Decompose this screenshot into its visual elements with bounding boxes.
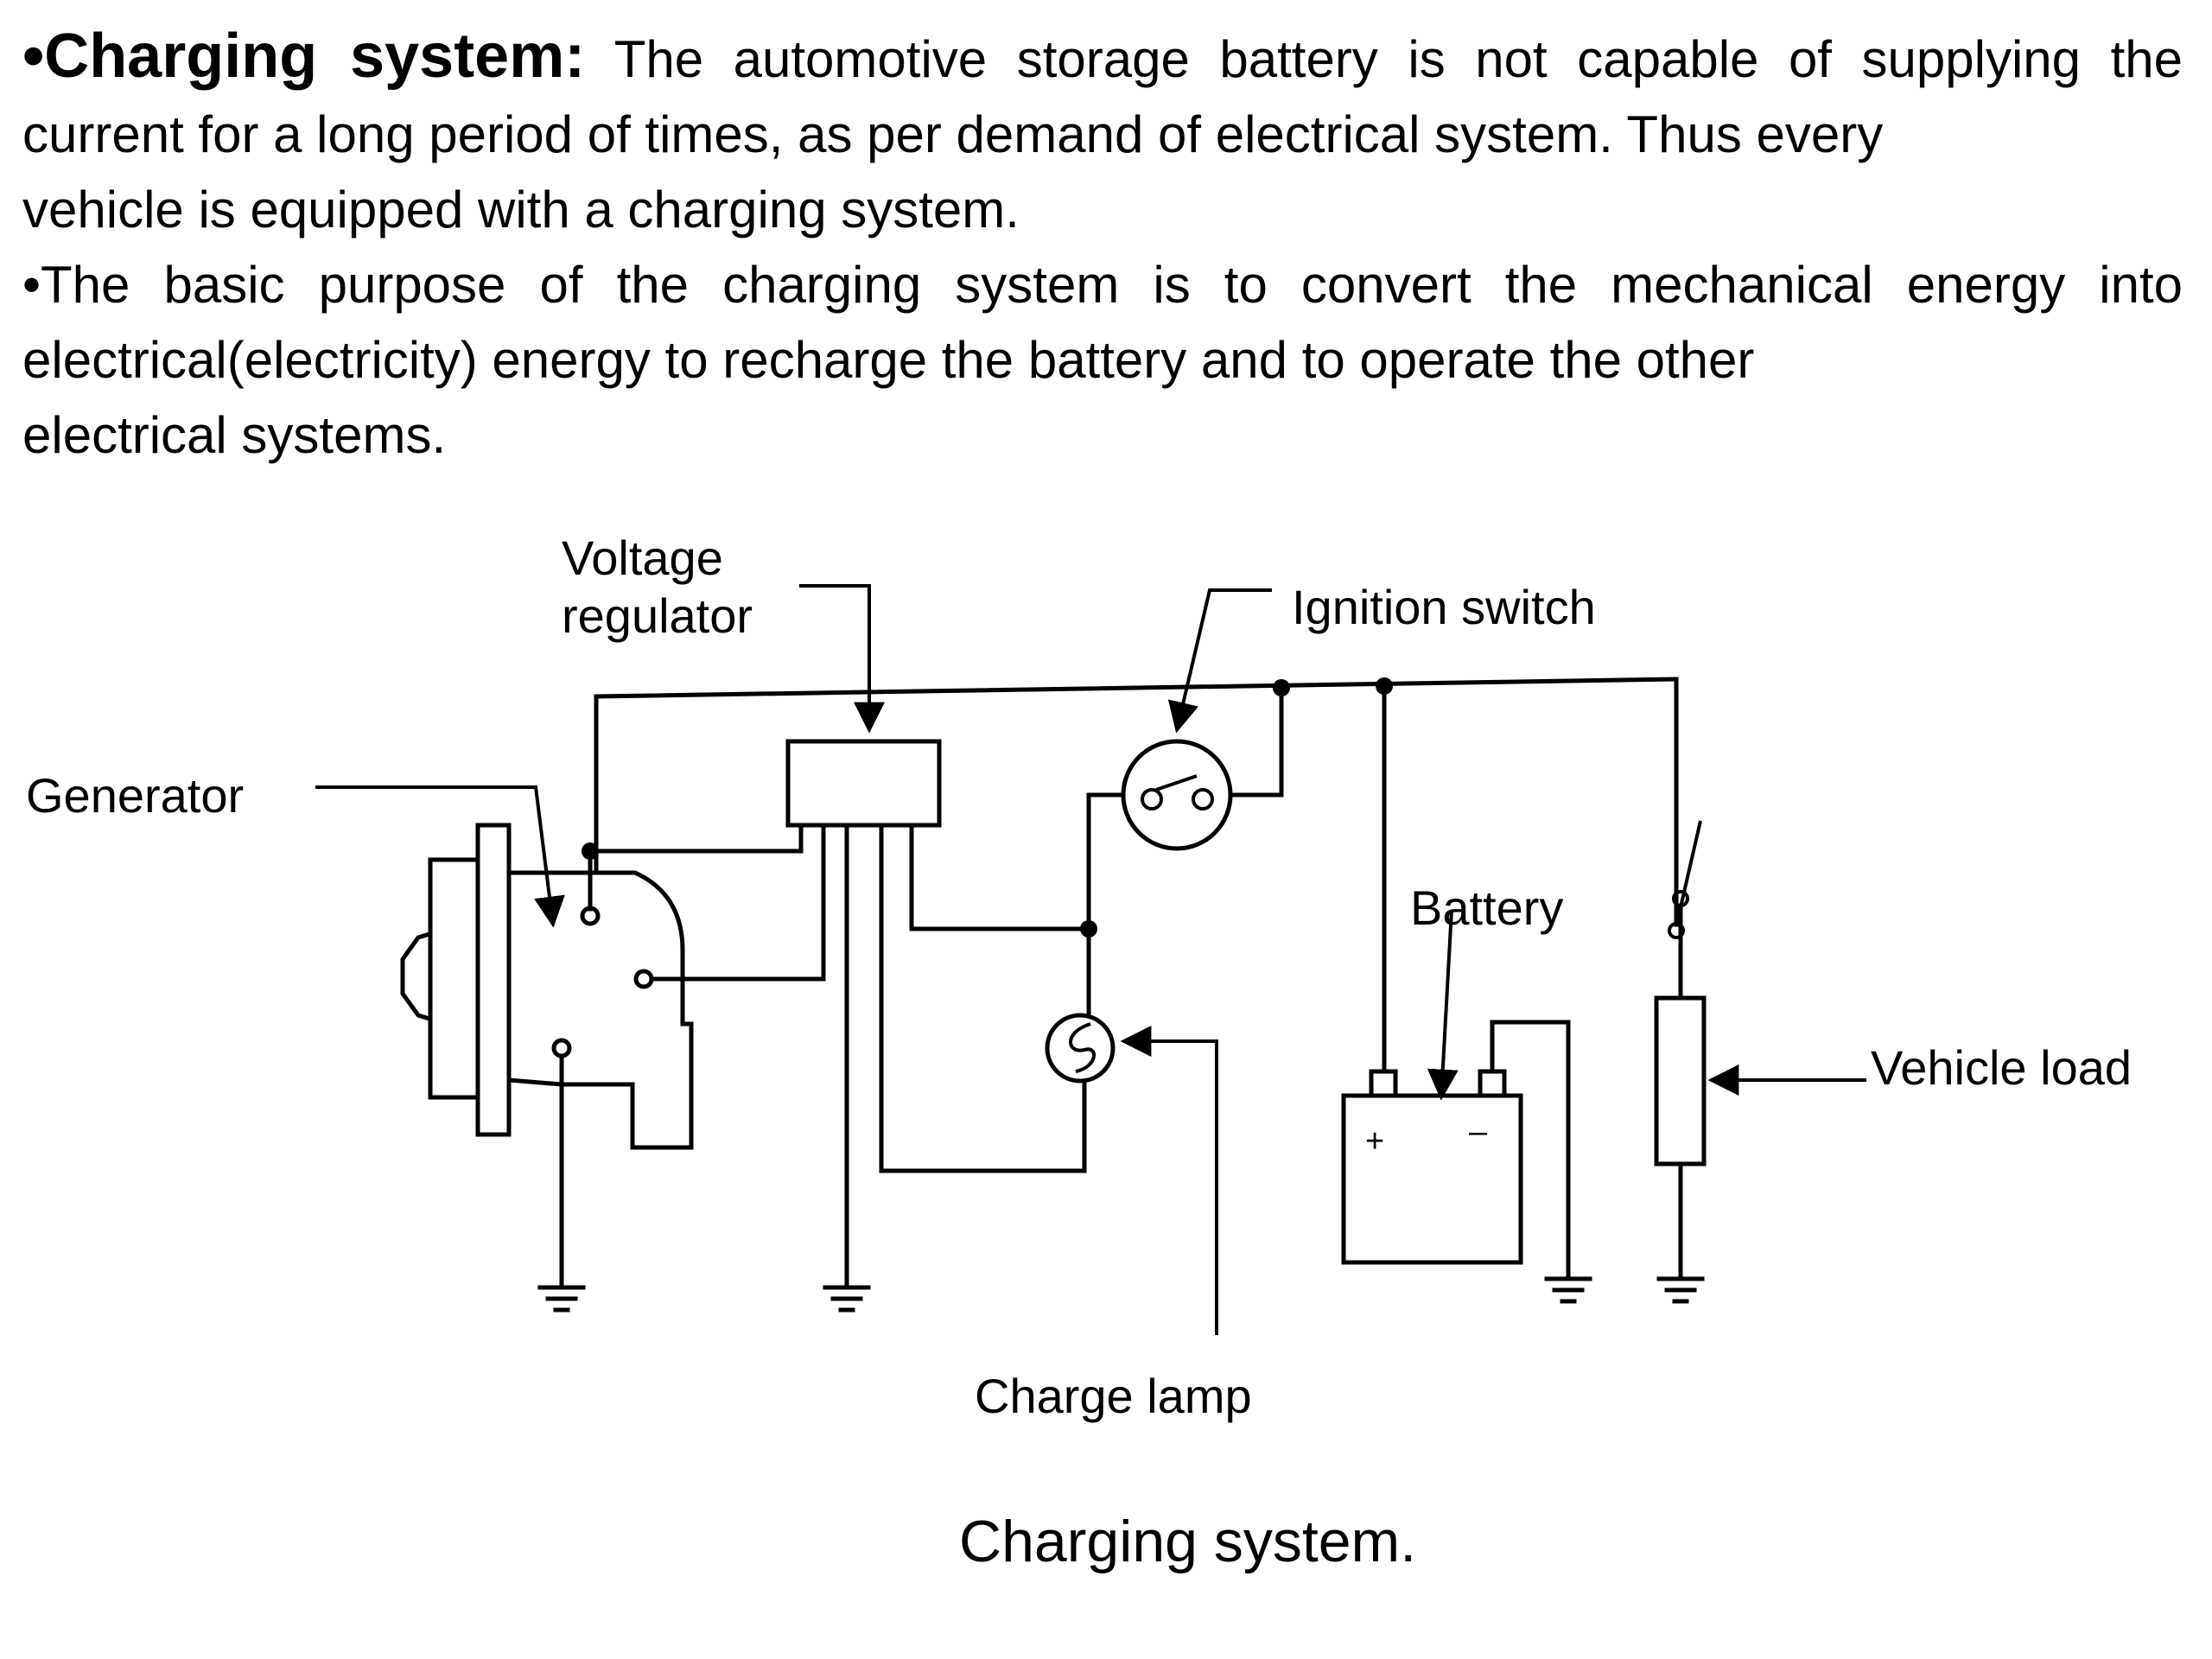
ignition-contact-left xyxy=(1141,788,1163,810)
charge-lamp-bulb xyxy=(1045,1013,1116,1084)
battery: + – xyxy=(1341,1069,1523,1265)
ignition-to-bus-wire xyxy=(1228,685,1284,798)
generator-top-wire xyxy=(588,823,804,912)
lamp-ignition-wire xyxy=(1086,792,1126,1022)
ground-symbol-generator xyxy=(537,1285,586,1313)
battery-plus-sign: + xyxy=(1365,1123,1384,1160)
generator xyxy=(400,823,694,1150)
intro-text: •Charging system: The automotive storage… xyxy=(22,19,2183,473)
generator-junction-dot xyxy=(582,842,599,860)
diagram-caption: Charging system. xyxy=(959,1509,1416,1574)
voltage-regulator-label-line1: Voltage xyxy=(562,531,723,585)
voltage-regulator-leader xyxy=(799,584,885,734)
generator-flange xyxy=(475,823,512,1137)
generator-leader xyxy=(315,785,565,928)
charge-lamp-label: Charge lamp xyxy=(975,1369,1252,1423)
generator-label: Generator xyxy=(26,768,244,823)
paragraph-1-end: vehicle is equipped with a charging syst… xyxy=(22,181,1020,238)
bus-junction-dot-2 xyxy=(1376,677,1393,695)
generator-front-plate xyxy=(428,857,483,1100)
ignition-switch-leader xyxy=(1167,588,1272,734)
bus-junction-dot-1 xyxy=(1273,679,1290,696)
paragraph-2-end: electrical systems. xyxy=(22,406,447,464)
generator-mid-wire xyxy=(649,823,826,982)
charge-lamp xyxy=(1045,1013,1116,1084)
section-heading: •Charging system: xyxy=(22,22,586,91)
lamp-junction-dot xyxy=(1080,920,1097,938)
battery-label: Battery xyxy=(1410,880,1563,935)
vehicle-load-resistor xyxy=(1654,995,1707,1166)
paragraph-1: •Charging system: The automotive storage… xyxy=(22,19,2183,172)
ignition-blade xyxy=(1155,774,1198,791)
generator-terminal-middle xyxy=(633,969,654,989)
ignition-switch xyxy=(1121,739,1233,851)
battery-positive-post xyxy=(1369,1069,1398,1098)
ignition-switch-body xyxy=(1121,739,1233,851)
vehicle-load-label: Vehicle load xyxy=(1871,1040,2132,1095)
ground-symbol-regulator xyxy=(823,1285,871,1313)
voltage-regulator xyxy=(785,739,942,828)
generator-housing xyxy=(506,870,694,1150)
charge-lamp-filament xyxy=(1069,1022,1096,1073)
paragraph-2: •The basic purpose of the charging syste… xyxy=(22,256,2183,389)
battery-leader xyxy=(1427,909,1459,1101)
generator-terminal-bottom xyxy=(551,1038,572,1058)
regulator-lamp-wire-upper xyxy=(909,823,1091,931)
ground-symbol-load xyxy=(1656,1276,1705,1304)
battery-minus-sign: – xyxy=(1469,1114,1488,1150)
load-switch-contact-top xyxy=(1668,922,1685,939)
paragraph-1-text: The automotive storage battery is not ca… xyxy=(22,30,2183,163)
battery-case xyxy=(1341,1093,1523,1265)
battery-negative-post xyxy=(1478,1069,1507,1098)
battery-negative-wire xyxy=(1490,1020,1571,1281)
top-bus-wire xyxy=(594,677,1679,927)
generator-pulley xyxy=(400,930,435,1023)
ground-symbol-battery xyxy=(1544,1276,1592,1304)
regulator-lamp-wire-lower xyxy=(879,823,1087,1173)
charge-lamp-leader xyxy=(1120,1026,1218,1335)
ignition-switch-label: Ignition switch xyxy=(1292,580,1596,634)
ignition-contact-right xyxy=(1192,788,1214,810)
voltage-regulator-label-line2: regulator xyxy=(562,588,753,643)
